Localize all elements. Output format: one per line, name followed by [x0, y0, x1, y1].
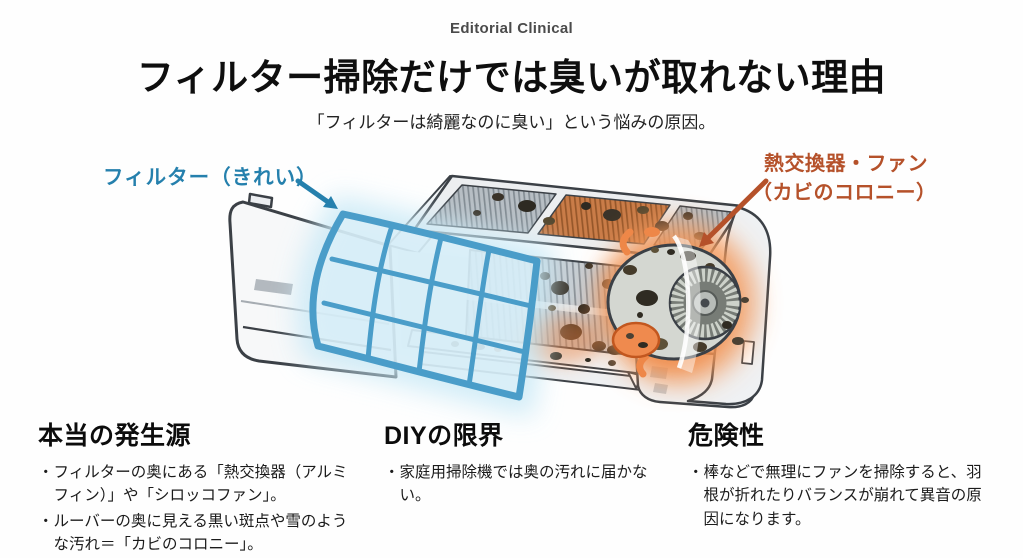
exchanger-arrow — [699, 178, 769, 247]
exchanger-label-line1: 熱交換器・ファン — [764, 153, 928, 175]
section-diy-limit: DIYの限界 ・家庭用掃除機では奥の汚れに届かない。 — [384, 416, 660, 510]
ac-filter-grid — [295, 194, 556, 418]
section-true-source: 本当の発生源 ・フィルターの奥にある「熱交換器（アルミフィン）」や「シロッコファ… — [38, 416, 356, 558]
page-subtitle: 「フィルターは綺麗なのに臭い」という悩みの原因。 — [307, 113, 716, 132]
eyebrow-text: Editorial Clinical — [450, 20, 573, 37]
ac-fan — [600, 221, 756, 385]
page-title: フィルター掃除だけでは臭いが取れない理由 — [136, 57, 887, 98]
section-heading: 危険性 — [688, 422, 765, 450]
bullet-item: ・ルーバーの奥に見える黒い斑点や雪のような汚れ＝「カビのコロニー」。 — [38, 512, 348, 553]
section-heading: 本当の発生源 — [38, 422, 192, 450]
exchanger-label-line2: （カビのコロニー） — [752, 182, 937, 204]
bullet-item: ・フィルターの奥にある「熱交換器（アルミフィン）」や「シロッコファン」。 — [38, 464, 348, 505]
section-danger: 危険性 ・棒などで無理にファンを掃除すると、羽根が折れたりバランスが崩れて異音の… — [688, 416, 993, 533]
bullet-item: ・家庭用掃除機では奥の汚れに届かない。 — [384, 464, 648, 505]
bullet-item: ・棒などで無理にファンを掃除すると、羽根が折れたりバランスが崩れて異音の原因にな… — [688, 464, 982, 528]
filter-callout-label: フィルター（きれい） — [103, 166, 318, 189]
filter-arrow — [295, 178, 338, 209]
exchanger-callout-label: 熱交換器・ファン （カビのコロニー） — [752, 150, 962, 208]
section-heading: DIYの限界 — [384, 422, 504, 450]
